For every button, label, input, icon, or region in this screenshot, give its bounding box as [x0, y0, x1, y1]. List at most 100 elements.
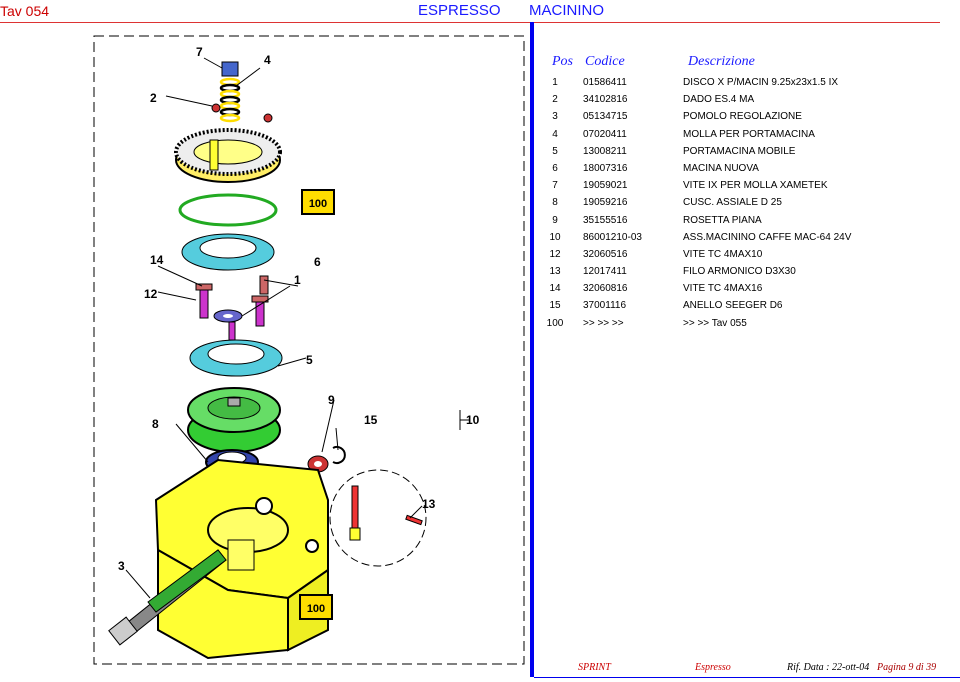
table-row: 8 19059216 CUSC. ASSIALE D 25 — [540, 197, 950, 214]
table-row: 12 32060516 VITE TC 4MAX10 — [540, 249, 950, 266]
row-code: 01586411 — [583, 77, 627, 88]
col-header-pos: Pos — [552, 54, 573, 69]
callout-8: 8 — [152, 417, 159, 431]
callout-15: 15 — [364, 413, 378, 427]
col-header-code: Codice — [585, 54, 625, 69]
burr-ring-part — [189, 339, 283, 377]
svg-text:100: 100 — [307, 603, 325, 615]
callout-1: 1 — [294, 273, 301, 287]
group-title: MACININO — [529, 2, 604, 19]
diagram-frame — [93, 35, 525, 665]
callout-6: 6 — [314, 255, 321, 269]
row-pos: 9 — [552, 214, 558, 226]
row-pos: 6 — [552, 162, 558, 174]
row-code: 35155516 — [583, 214, 628, 226]
tav-label: Tav 054 — [0, 3, 50, 19]
row-desc: PORTAMACINA MOBILE — [683, 145, 796, 157]
row-code: 05134715 — [583, 111, 628, 123]
row-desc: >> >> Tav 055 — [683, 317, 747, 329]
divider-bar — [530, 22, 534, 677]
row-pos: 13 — [549, 266, 561, 278]
row-code: >> >> >> — [583, 317, 624, 329]
callout-10: 10 — [466, 413, 480, 427]
row-desc: POMOLO REGOLAZIONE — [683, 111, 802, 123]
footer-brand: SPRINT — [578, 662, 611, 673]
row-pos: 7 — [552, 180, 558, 192]
row-desc: ASS.MACININO CAFFE MAC-64 24V — [683, 231, 852, 243]
seeger-part — [332, 446, 346, 464]
row-pos: 15 — [549, 300, 561, 312]
row-desc: VITE IX PER MOLLA XAMETEK — [683, 180, 828, 192]
nut-part — [263, 113, 273, 123]
row-code: 37001116 — [583, 300, 627, 312]
row-code: 07020411 — [583, 128, 627, 140]
ref-box-top: 100 — [301, 189, 335, 215]
row-pos: 10 — [549, 231, 561, 243]
bottom-rule — [534, 677, 960, 678]
row-code: 19059021 — [583, 180, 628, 192]
row-code: 12017411 — [583, 266, 627, 278]
table-row: 15 37001116 ANELLO SEEGER D6 — [540, 300, 950, 317]
detail-circle — [329, 469, 427, 567]
gear-ring-part — [174, 128, 282, 183]
motor-body-part — [154, 458, 329, 660]
table-row: 2 34102816 DADO ES.4 MA — [540, 94, 950, 111]
row-desc: VITE TC 4MAX10 — [683, 248, 763, 260]
callout-9: 9 — [328, 393, 335, 407]
spring-part — [219, 61, 241, 123]
row-code: 19059216 — [583, 197, 628, 209]
callout-5: 5 — [306, 353, 313, 367]
col-header-desc: Descrizione — [688, 54, 755, 69]
row-pos: 8 — [552, 197, 558, 209]
ref-box-bottom: 100 — [299, 594, 333, 620]
table-row: 9 35155516 ROSETTA PIANA — [540, 215, 950, 232]
row-pos: 2 — [552, 94, 558, 106]
row-code: 32060516 — [583, 248, 628, 260]
callout-3: 3 — [118, 559, 125, 573]
row-pos: 5 — [552, 145, 558, 157]
table-row: 5 13008211 PORTAMACINA MOBILE — [540, 146, 950, 163]
callout-12: 12 — [144, 287, 158, 301]
table-row: 1 01586411 DISCO X P/MACIN 9.25x23x1.5 IX — [540, 77, 950, 94]
row-code: 13008211 — [583, 145, 627, 157]
table-row: 13 12017411 FILO ARMONICO D3X30 — [540, 266, 950, 283]
svg-text:100: 100 — [309, 198, 327, 210]
callout-14: 14 — [150, 253, 164, 267]
table-row: 3 05134715 POMOLO REGOLAZIONE — [540, 111, 950, 128]
row-desc: FILO ARMONICO D3X30 — [683, 266, 796, 278]
row-pos: 1 — [552, 77, 558, 88]
footer-date: Rif. Data : 22-ott-04 — [787, 662, 870, 673]
row-pos: 4 — [552, 128, 558, 140]
oring-part — [178, 193, 278, 227]
table-row: 6 18007316 MACINA NUOVA — [540, 163, 950, 180]
row-pos: 12 — [549, 248, 561, 260]
exploded-diagram: 7 4 2 14 6 1 12 5 9 15 10 8 13 3 100 100 — [93, 35, 525, 665]
row-desc: ANELLO SEEGER D6 — [683, 300, 783, 312]
table-row: 10 86001210-03 ASS.MACININO CAFFE MAC-64 2… — [540, 232, 950, 249]
row-desc: ROSETTA PIANA — [683, 214, 762, 226]
row-desc: CUSC. ASSIALE D 25 — [683, 197, 782, 209]
row-desc: MACINA NUOVA — [683, 162, 759, 174]
row-pos: 3 — [552, 111, 558, 123]
green-burr-part — [187, 387, 281, 453]
header-rule — [0, 22, 940, 23]
row-code: 32060816 — [583, 283, 628, 295]
adjust-screw-part — [108, 549, 227, 646]
footer-section: Espresso — [695, 662, 731, 673]
table-row: 7 19059021 VITE IX PER MOLLA XAMETEK — [540, 180, 950, 197]
screw-part — [195, 275, 269, 327]
footer-page: Pagina 9 di 39 — [877, 662, 937, 673]
row-desc: VITE TC 4MAX16 — [683, 283, 763, 295]
callout-4: 4 — [264, 53, 271, 67]
row-desc: MOLLA PER PORTAMACINA — [683, 128, 815, 140]
row-code: 86001210-03 — [583, 231, 642, 243]
callout-2: 2 — [150, 91, 157, 105]
table-row: 100>> >> >>>> >> Tav 055 — [540, 318, 950, 335]
row-code: 34102816 — [583, 94, 628, 106]
section-title: ESPRESSO — [418, 2, 501, 19]
row-code: 18007316 — [583, 162, 628, 174]
row-desc: DADO ES.4 MA — [683, 94, 755, 106]
row-desc: DISCO X P/MACIN 9.25x23x1.5 IX — [683, 77, 839, 88]
